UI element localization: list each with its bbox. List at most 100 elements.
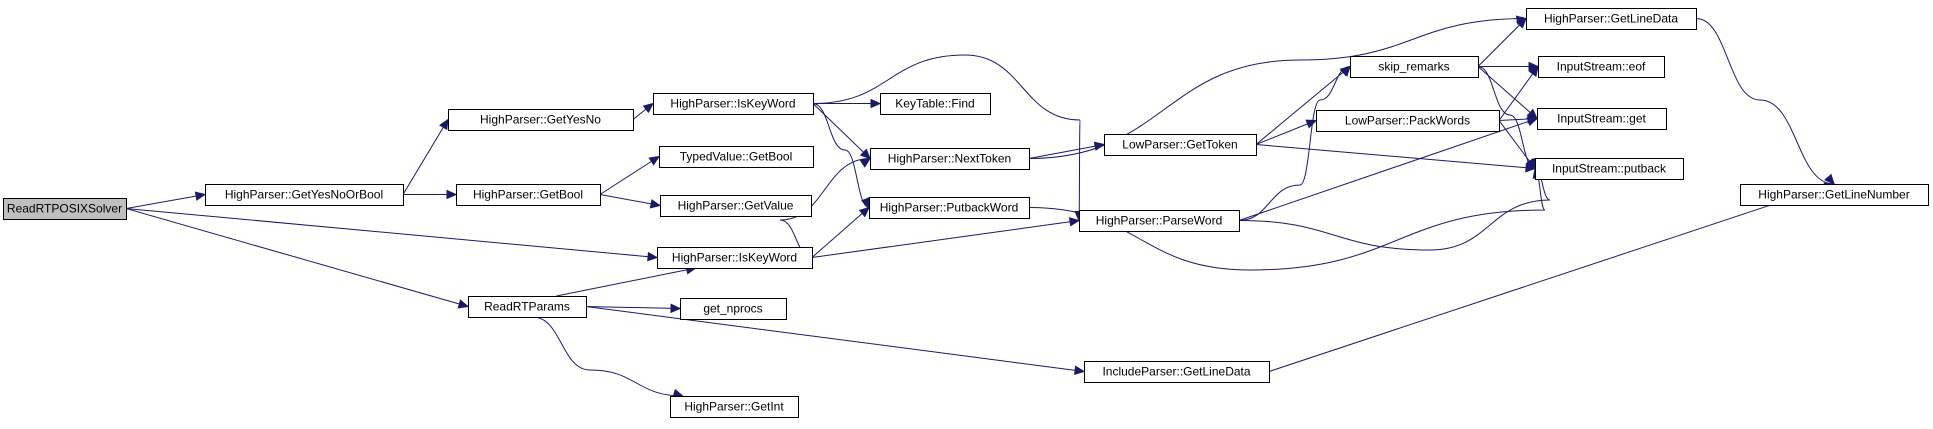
node-label: InputStream::eof	[1557, 60, 1646, 74]
node-box[interactable]	[1537, 108, 1667, 130]
node-n5[interactable]: HighParser::GetBool	[456, 184, 601, 206]
node-n1[interactable]: HighParser::GetYesNoOrBool	[205, 184, 404, 206]
node-box[interactable]	[1535, 158, 1684, 180]
node-n0[interactable]: ReadRTPOSIXSolver	[3, 198, 127, 220]
edge-arrowhead	[1528, 65, 1539, 77]
node-n11[interactable]: HighParser::PutbackWord	[869, 197, 1030, 219]
node-label: HighParser::GetValue	[678, 199, 794, 213]
edge-n0-to-n1	[125, 194, 206, 209]
edge-arrowhead	[670, 303, 682, 314]
node-n8[interactable]: TypedValue::GetBool	[659, 146, 814, 168]
node-label: get_nprocs	[703, 302, 762, 316]
node-box[interactable]	[448, 109, 634, 131]
node-n9[interactable]: HighParser::GetValue	[660, 195, 812, 217]
edge-arrowhead	[859, 148, 871, 160]
node-box[interactable]	[1104, 134, 1257, 156]
edge-n19-to-n23	[1695, 18, 1835, 185]
edge-arrowhead	[647, 251, 659, 262]
node-box[interactable]	[3, 198, 127, 220]
edge-n2-to-n11	[811, 207, 870, 258]
node-box[interactable]	[660, 195, 812, 217]
node-box[interactable]	[205, 184, 404, 206]
node-n2[interactable]: HighParser::IsKeyWord	[657, 247, 813, 269]
edge-arrowhead	[859, 157, 872, 168]
node-box[interactable]	[1350, 56, 1479, 78]
node-n6[interactable]: HighParser::IsKeyWord	[653, 93, 814, 115]
node-box[interactable]	[468, 296, 587, 318]
edge-n6-to-n10	[812, 103, 871, 159]
node-layer: ReadRTPOSIXSolver HighParser::GetYesNoOrB…	[3, 8, 1929, 418]
edge-n14-to-n22	[1255, 144, 1536, 169]
node-label: LowParser::GetToken	[1122, 138, 1237, 152]
node-box[interactable]	[680, 298, 787, 320]
node-n20[interactable]: InputStream::eof	[1538, 56, 1665, 78]
node-label: InputStream::get	[1557, 112, 1646, 126]
edge-arrowhead	[1824, 173, 1835, 185]
edge-arrowhead	[648, 155, 661, 166]
node-n4[interactable]: HighParser::GetYesNo	[448, 109, 634, 131]
edge-arrowhead	[1525, 158, 1536, 170]
edge-n3-to-n2	[556, 267, 696, 297]
node-box[interactable]	[653, 93, 814, 115]
edge-n10-to-n19	[1028, 18, 1527, 159]
node-n16[interactable]: IncludeParser::GetLineData	[1084, 361, 1270, 383]
node-label: LowParser::PackWords	[1345, 114, 1470, 128]
edge-n15-to-n21	[1238, 118, 1538, 221]
node-box[interactable]	[880, 93, 991, 115]
node-label: HighParser::IsKeyWord	[672, 251, 797, 265]
node-box[interactable]	[869, 197, 1030, 219]
edge-arrowhead	[858, 206, 870, 218]
edge-n6-to-n15	[812, 54, 1081, 221]
node-n21[interactable]: InputStream::get	[1537, 108, 1667, 130]
node-box[interactable]	[870, 148, 1030, 170]
node-label: TypedValue::GetBool	[680, 150, 793, 164]
node-label: KeyTable::Find	[895, 97, 974, 111]
node-box[interactable]	[659, 146, 814, 168]
node-box[interactable]	[670, 396, 799, 418]
edge-n0-to-n2	[125, 208, 658, 258]
node-label: HighParser::GetYesNoOrBool	[225, 188, 383, 202]
node-label: HighParser::NextToken	[888, 152, 1011, 166]
edge-n15-to-n17	[1238, 66, 1351, 221]
edge-n14-to-n18	[1255, 120, 1317, 145]
edge-arrowhead	[1068, 217, 1081, 227]
edge-arrowhead	[649, 199, 662, 209]
node-n22[interactable]: InputStream::putback	[1535, 158, 1684, 180]
node-box[interactable]	[456, 184, 601, 206]
node-n13[interactable]: HighParser::GetInt	[670, 396, 799, 418]
node-n17[interactable]: skip_remarks	[1350, 56, 1479, 78]
node-box[interactable]	[1316, 110, 1500, 132]
node-n14[interactable]: LowParser::GetToken	[1104, 134, 1257, 156]
node-box[interactable]	[1084, 361, 1270, 383]
node-n19[interactable]: HighParser::GetLineData	[1526, 8, 1697, 30]
edge-n3-to-n13	[532, 316, 683, 397]
edge-n10-to-n14	[1028, 144, 1105, 159]
node-n18[interactable]: LowParser::PackWords	[1316, 110, 1500, 132]
edge-n16-to-n23	[1268, 183, 1835, 372]
node-label: ReadRTParams	[484, 300, 570, 314]
node-n3[interactable]: ReadRTParams	[468, 296, 587, 318]
edge-arrowhead	[642, 102, 654, 114]
node-n10[interactable]: HighParser::NextToken	[870, 148, 1030, 170]
edge-n11-to-n22	[1028, 168, 1546, 271]
node-n15[interactable]: HighParser::ParseWord	[1079, 210, 1240, 232]
edge-n0-to-n3	[125, 208, 469, 307]
node-box[interactable]	[1079, 210, 1240, 232]
edge-n14-to-n17	[1255, 66, 1351, 145]
node-label: HighParser::GetLineNumber	[1758, 188, 1909, 202]
edge-n17-to-n19	[1477, 18, 1527, 67]
node-n7[interactable]: KeyTable::Find	[880, 93, 991, 115]
node-label: skip_remarks	[1378, 60, 1449, 74]
edge-n3-to-n12	[585, 306, 681, 309]
node-label: HighParser::PutbackWord	[880, 201, 1019, 215]
node-box[interactable]	[657, 247, 813, 269]
node-label: HighParser::ParseWord	[1096, 214, 1223, 228]
node-label: HighParser::IsKeyWord	[670, 97, 795, 111]
edge-arrowhead	[1515, 17, 1527, 29]
node-box[interactable]	[1538, 56, 1665, 78]
edge-n5-to-n8	[599, 156, 660, 195]
node-n12[interactable]: get_nprocs	[680, 298, 787, 320]
node-n23[interactable]: HighParser::GetLineNumber	[1740, 184, 1929, 206]
node-box[interactable]	[1740, 184, 1929, 206]
node-box[interactable]	[1526, 8, 1697, 30]
